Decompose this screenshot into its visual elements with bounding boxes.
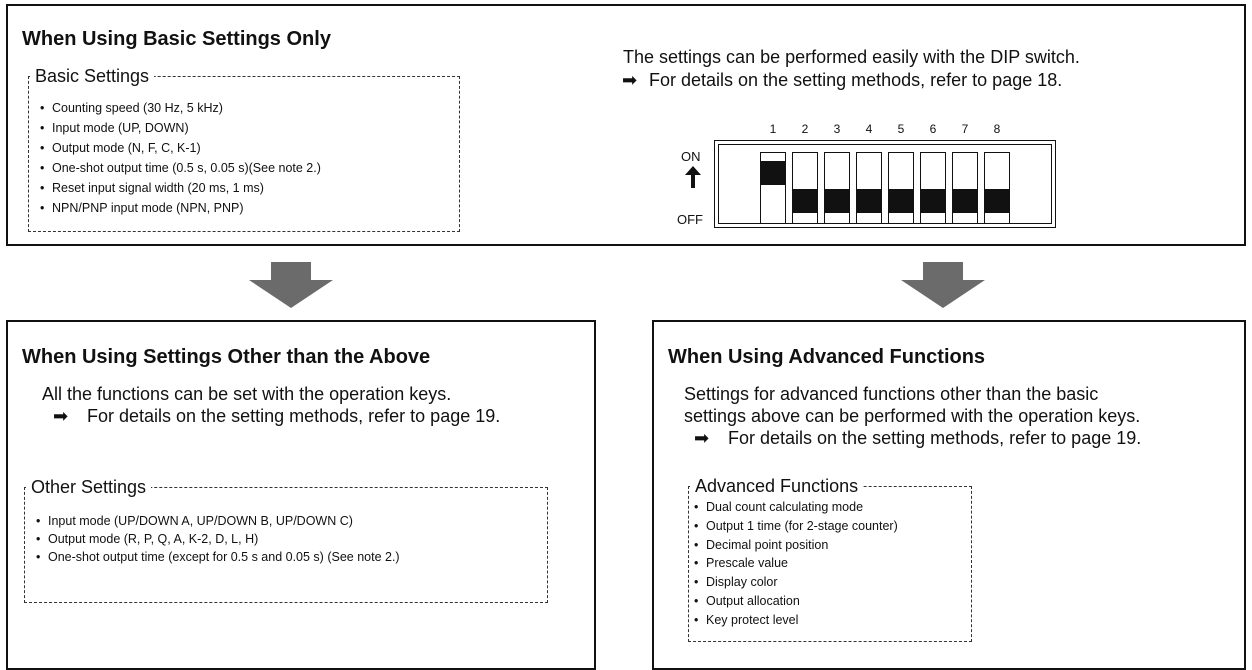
other-settings-group [24, 487, 548, 603]
dip-switch-lever-6 [920, 152, 946, 224]
dip-number-7: 7 [961, 122, 969, 136]
page-reference-19: For details on the setting methods, refe… [728, 428, 1142, 448]
dip-switch-lever-2 [792, 152, 818, 224]
dip-number-2: 2 [801, 122, 809, 136]
advanced-functions-group-label: Advanced Functions [690, 476, 864, 496]
down-arrow-left-icon [249, 262, 333, 308]
list-item: Display color [690, 573, 898, 592]
arrow-right-icon: ➡ [622, 70, 638, 90]
arrow-right-icon: ➡ [53, 406, 69, 426]
dip-number-4: 4 [865, 122, 873, 136]
dip-switch-lever-7 [952, 152, 978, 224]
advanced-description-line1: Settings for advanced functions other th… [684, 384, 1099, 404]
advanced-functions-panel: When Using Advanced Functions Settings f… [652, 320, 1246, 670]
dip-description: The settings can be performed easily wit… [623, 47, 1080, 67]
dip-off-label: OFF [677, 212, 703, 227]
list-item: Decimal point position [690, 536, 898, 555]
down-arrow-right-icon [901, 262, 985, 308]
dip-switch-lever-4 [856, 152, 882, 224]
dip-switch-lever-3 [824, 152, 850, 224]
list-item: One-shot output time (except for 0.5 s a… [32, 548, 400, 566]
list-item: Output mode (N, F, C, K-1) [36, 138, 321, 158]
advanced-description-line2: settings above can be performed with the… [684, 406, 1141, 426]
advanced-functions-list: Dual count calculating modeOutput 1 time… [690, 498, 898, 630]
dip-switch-lever-1 [760, 152, 786, 224]
list-item: Output mode (R, P, Q, A, K-2, D, L, H) [32, 530, 400, 548]
other-settings-title: When Using Settings Other than the Above [22, 346, 431, 368]
other-settings-list: Input mode (UP/DOWN A, UP/DOWN B, UP/DOW… [32, 512, 400, 566]
list-item: Input mode (UP/DOWN A, UP/DOWN B, UP/DOW… [32, 512, 400, 530]
other-settings-panel: When Using Settings Other than the Above… [6, 320, 596, 670]
dip-switch-lever-8 [984, 152, 1010, 224]
dip-on-label: ON [681, 149, 701, 164]
list-item: Input mode (UP, DOWN) [36, 118, 321, 138]
list-item: Reset input signal width (20 ms, 1 ms) [36, 178, 321, 198]
dip-number-5: 5 [897, 122, 905, 136]
up-arrow-icon [683, 166, 703, 188]
basic-settings-group-label: Basic Settings [30, 66, 155, 86]
page-reference-18: For details on the setting methods, refe… [649, 70, 1063, 90]
basic-settings-panel: When Using Basic Settings Only Basic Set… [6, 4, 1246, 246]
list-item: Output 1 time (for 2-stage counter) [690, 517, 898, 536]
list-item: Counting speed (30 Hz, 5 kHz) [36, 98, 321, 118]
list-item: NPN/PNP input mode (NPN, PNP) [36, 198, 321, 218]
list-item: One-shot output time (0.5 s, 0.05 s)(See… [36, 158, 321, 178]
list-item: Output allocation [690, 592, 898, 611]
list-item: Prescale value [690, 554, 898, 573]
arrow-right-icon: ➡ [694, 428, 710, 448]
dip-number-3: 3 [833, 122, 841, 136]
list-item: Key protect level [690, 611, 898, 630]
dip-switch-lever-5 [888, 152, 914, 224]
advanced-functions-title: When Using Advanced Functions [668, 346, 986, 368]
basic-settings-title: When Using Basic Settings Only [22, 28, 331, 50]
dip-number-1: 1 [769, 122, 777, 136]
dip-switch [714, 140, 1056, 228]
page-reference-19: For details on the setting methods, refe… [87, 406, 501, 426]
other-description: All the functions can be set with the op… [42, 384, 452, 404]
other-settings-group-label: Other Settings [26, 477, 152, 497]
dip-number-6: 6 [929, 122, 937, 136]
basic-settings-group [28, 76, 460, 232]
dip-number-8: 8 [993, 122, 1001, 136]
basic-settings-list: Counting speed (30 Hz, 5 kHz)Input mode … [36, 98, 321, 218]
list-item: Dual count calculating mode [690, 498, 898, 517]
